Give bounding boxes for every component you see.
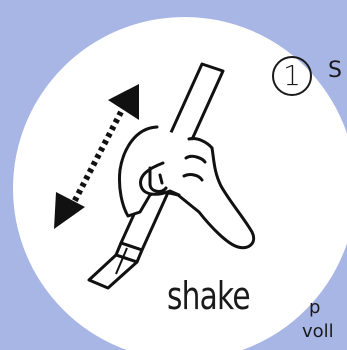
step-title: S: [328, 58, 342, 83]
instruction-text-line-1: p: [309, 297, 320, 318]
shake-caption: shake: [167, 274, 250, 318]
step-number-badge: 1: [272, 56, 312, 96]
instruction-text-line-2: voll: [302, 321, 334, 342]
